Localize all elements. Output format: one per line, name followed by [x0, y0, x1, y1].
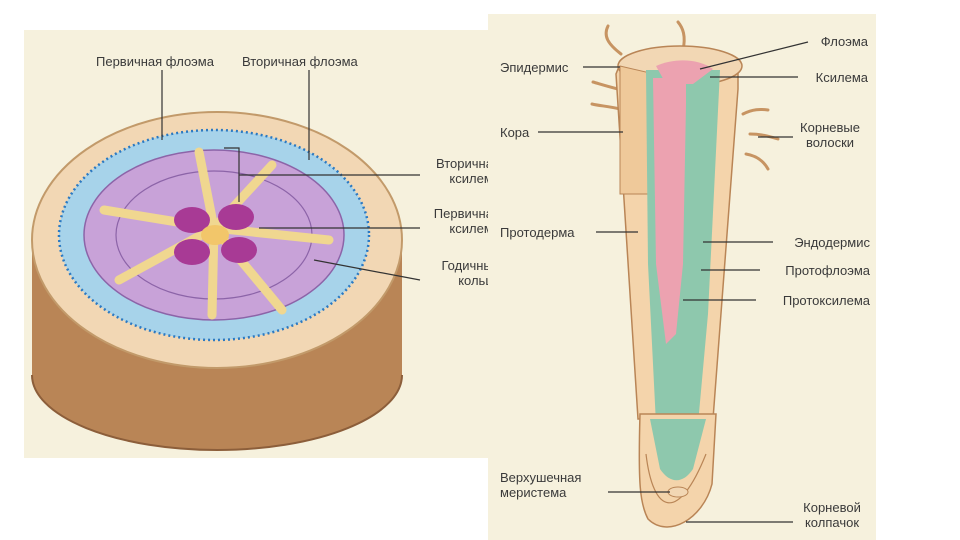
woody-root-section-panel: Первичная флоэма Вторичная флоэма Вторич… — [24, 30, 506, 458]
label-root-hairs: Корневые волоски — [790, 120, 870, 150]
label-root-hairs-line1: Корневые — [790, 120, 870, 135]
root-tip-section-panel: Эпидермис Кора Протодерма Флоэма Ксилема… — [488, 14, 876, 540]
meristem-cell — [668, 487, 688, 497]
label-primary-phloem: Первичная флоэма — [96, 54, 214, 69]
label-xylem: Ксилема — [798, 70, 868, 85]
label-protophloem: Протофлоэма — [762, 263, 870, 278]
label-epidermis: Эпидермис — [500, 60, 568, 75]
label-protoderm: Протодерма — [500, 225, 574, 240]
label-protoxylem: Протоксилема — [756, 293, 870, 308]
label-root-cap-line2: колпачок — [792, 515, 872, 530]
label-root-hairs-line2: волоски — [790, 135, 870, 150]
central-pith — [201, 225, 229, 245]
label-root-cap-line1: Корневой — [792, 500, 872, 515]
label-endodermis: Эндодермис — [774, 235, 870, 250]
label-apical-meristem-line1: Верхушечная — [500, 470, 581, 485]
label-phloem: Флоэма — [806, 34, 868, 49]
label-apical-meristem-line2: меристема — [500, 485, 581, 500]
woody-root-illustration — [24, 30, 506, 458]
label-secondary-phloem: Вторичная флоэма — [242, 54, 358, 69]
label-root-cap: Корневой колпачок — [792, 500, 872, 530]
label-cortex: Кора — [500, 125, 529, 140]
label-apical-meristem: Верхушечная меристема — [500, 470, 581, 500]
